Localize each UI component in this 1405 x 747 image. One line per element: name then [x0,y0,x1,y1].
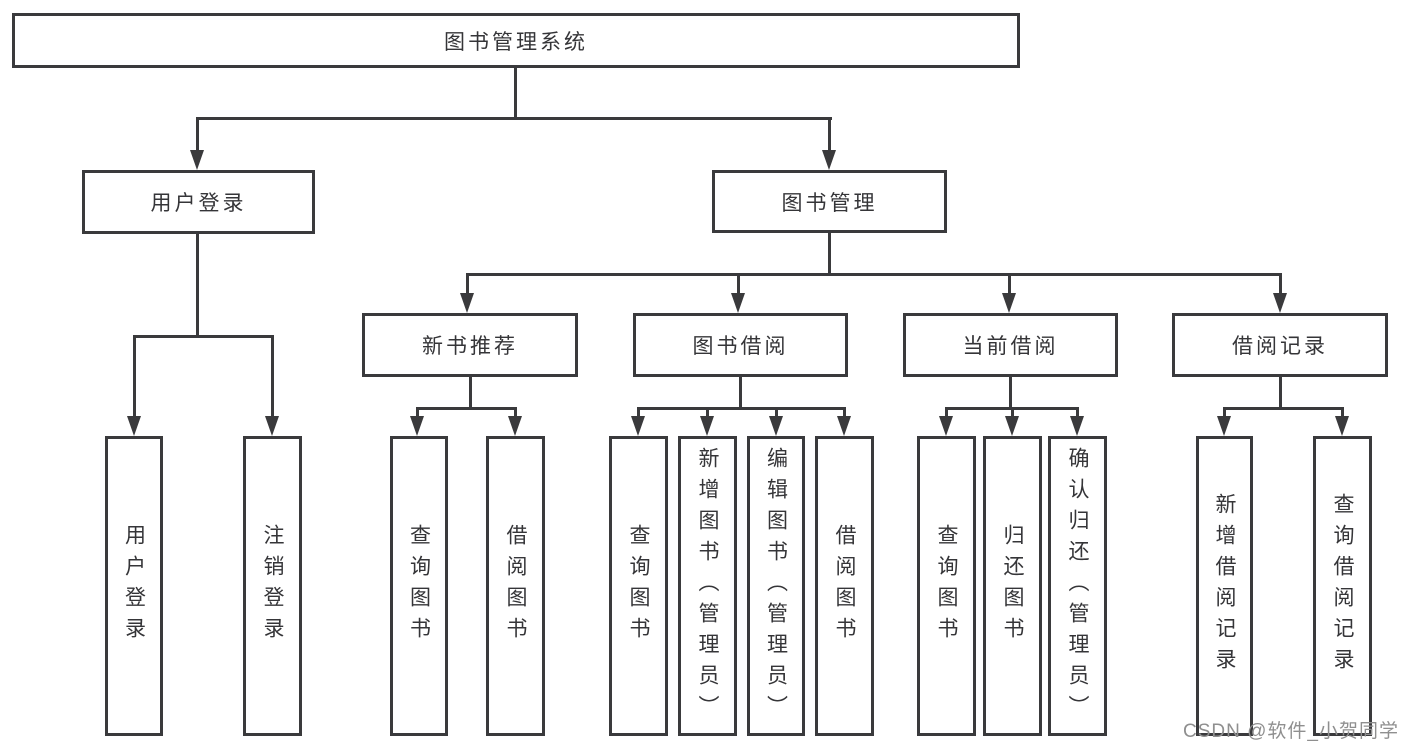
node-book-management: 图书管理 [712,170,947,233]
node-library-management-system: 图书管理系统 [12,13,1020,68]
connector-line [133,335,136,418]
node-label: 查询图书 [407,524,431,648]
connector-line [1008,273,1011,295]
node-book-borrowing: 图书借阅 [633,313,848,377]
node-query-borrow-record: 查询借阅记录 [1313,436,1372,736]
node-query-books-2: 查询图书 [609,436,668,736]
arrow-down [1002,293,1016,313]
arrow-down [460,293,474,313]
node-label: 用户登录 [150,192,247,215]
node-label: 确认归还（管理员） [1066,446,1089,726]
arrow-down [837,416,851,436]
connector-line [1279,375,1282,409]
node-user-login: 用户登录 [82,170,315,234]
node-new-book-recommend: 新书推荐 [362,313,578,377]
connector-line [514,66,517,119]
arrow-down [769,416,783,436]
connector-line [196,117,199,153]
node-label: 查询图书 [627,524,650,648]
arrow-down [265,416,279,436]
arrow-down [1070,416,1084,436]
connector-line [1341,407,1344,418]
node-label: 当前借阅 [962,335,1059,358]
connector-line [1011,407,1014,418]
node-return-books: 归还图书 [983,436,1042,736]
node-label: 用户登录 [122,524,146,648]
arrow-down [631,416,645,436]
connector-line [1223,407,1226,418]
node-label: 查询图书 [935,524,958,648]
csdn-watermark: CSDN @软件_小贺同学 [1183,721,1399,742]
node-confirm-return-admin: 确认归还（管理员） [1048,436,1107,736]
connector-line [416,407,517,410]
arrow-down [1005,416,1019,436]
node-label: 借阅图书 [833,524,856,648]
node-label: 注销登录 [261,524,284,648]
connector-line [1279,273,1282,295]
connector-line [739,375,742,409]
node-add-books-admin: 新增图书（管理员） [678,436,737,736]
connector-line [1076,407,1079,418]
connector-line [469,375,472,409]
node-label: 编辑图书（管理员） [764,446,788,726]
node-label: 新书推荐 [422,335,518,358]
node-label: 图书借阅 [692,335,789,358]
arrow-down [127,416,141,436]
node-current-borrowing: 当前借阅 [903,313,1118,377]
connector-line [843,407,846,418]
node-logout: 注销登录 [243,436,302,736]
node-borrowing-records: 借阅记录 [1172,313,1388,377]
node-query-books-1: 查询图书 [390,436,448,736]
node-label: 图书管理 [781,191,878,215]
connector-line [945,407,948,418]
connector-line [514,407,517,418]
node-label: 借阅记录 [1232,335,1328,358]
node-borrow-books-1: 借阅图书 [486,436,545,736]
arrow-down [731,293,745,313]
connector-line [466,273,469,295]
node-label: 新增借阅记录 [1213,493,1236,679]
node-add-borrow-record: 新增借阅记录 [1196,436,1253,736]
connector-line [737,273,740,295]
node-label: 归还图书 [1001,524,1024,648]
connector-line [828,117,831,153]
node-borrow-books-2: 借阅图书 [815,436,874,736]
arrow-down [410,416,424,436]
node-edit-books-admin: 编辑图书（管理员） [747,436,805,736]
connector-line [775,407,778,418]
connector-line [637,407,640,418]
connector-line [1009,375,1012,409]
node-label: 借阅图书 [504,524,527,648]
arrow-down [939,416,953,436]
arrow-down [822,150,836,170]
connector-line [271,335,274,418]
connector-line [196,232,199,337]
connector-line [637,407,846,410]
node-label: 查询借阅记录 [1331,493,1354,679]
node-label: 新增图书（管理员） [696,446,719,726]
connector-line [706,407,709,418]
node-user-login-leaf: 用户登录 [105,436,163,736]
connector-line [828,231,831,275]
arrow-down [190,150,204,170]
connector-line [416,407,419,418]
arrow-down [1335,416,1349,436]
node-label: 图书管理系统 [444,30,588,54]
arrow-down [700,416,714,436]
arrow-down [1273,293,1287,313]
connector-line [1223,407,1344,410]
connector-line [196,117,832,120]
arrow-down [1217,416,1231,436]
node-query-books-3: 查询图书 [917,436,976,736]
connector-line [133,335,274,338]
arrow-down [508,416,522,436]
connector-line [466,273,1282,276]
